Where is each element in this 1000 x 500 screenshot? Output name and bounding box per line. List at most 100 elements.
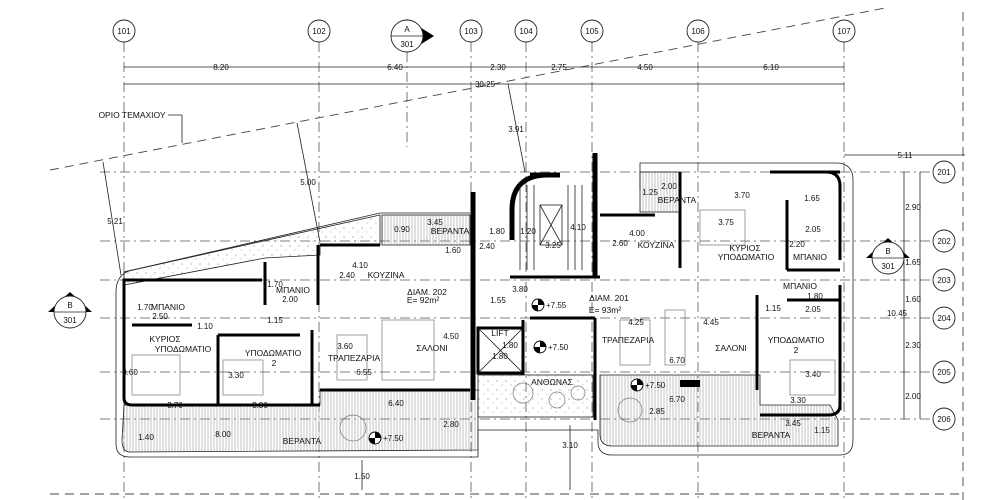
room-dimension: 2.50: [152, 312, 168, 321]
grid-bubble-column: [686, 19, 710, 43]
grid-bubble-row: [932, 407, 956, 431]
grid-bubble-row: [932, 360, 956, 384]
grid-bubble-row: [932, 268, 956, 292]
room-label: 2: [272, 358, 277, 368]
room-label: ΣΑΛΟΝΙ: [715, 343, 747, 353]
room-label: ΒΕΡΑΝΤΑ: [658, 195, 697, 205]
overall-dimension: 2.75: [551, 63, 567, 72]
apartment-name: ΔΙΑΜ. 201: [589, 293, 629, 303]
room-dimension: 2.00: [661, 182, 677, 191]
grid-column-label: 104: [519, 27, 533, 36]
veranda-areas: [121, 171, 839, 453]
grid-bubble-column: [514, 19, 538, 43]
overall-dimension-lines: [102, 66, 965, 490]
overall-dimension: 6.10: [763, 63, 779, 72]
plot-boundary: [49, 7, 965, 500]
room-dimension: 6.55: [356, 368, 372, 377]
room-dimension: 4.25: [628, 318, 644, 327]
grid-bubble-row: [932, 229, 956, 253]
room-dimension: 1.10: [197, 322, 213, 331]
setback-dimension: 1.50: [354, 472, 370, 481]
room-dimension: 3.40: [805, 370, 821, 379]
room-label: ΥΠΟΔΩΜΑΤΙΟ: [155, 344, 212, 354]
room-dimension: 3.60: [122, 368, 138, 377]
room-dimension: 3.80: [512, 285, 528, 294]
walls: [122, 153, 842, 420]
room-dimension: 4.00: [629, 229, 645, 238]
room-dimension: 4.10: [570, 223, 586, 232]
grid-row-label: 205: [937, 368, 951, 377]
grid-bubble-column: [580, 19, 604, 43]
setback-dimension: 3.91: [508, 125, 524, 134]
room-dimension: 3.45: [785, 419, 801, 428]
room-label: ΚΥΡΙΟΣ: [149, 334, 180, 344]
grid-column-label: 105: [585, 27, 599, 36]
slab-outline: [115, 162, 854, 458]
room-dimension: 1.15: [765, 304, 781, 313]
grid-dimension: 2.90: [905, 203, 921, 212]
room-label: ΜΠΑΝΙΟ: [793, 252, 827, 262]
room-label: ΚΥΡΙΟΣ: [729, 243, 760, 253]
room-dimension: 3.70: [167, 401, 183, 410]
room-label: ΒΕΡΑΝΤΑ: [431, 226, 470, 236]
room-dimension: 3.70: [734, 191, 750, 200]
room-dimension: 1.15: [267, 316, 283, 325]
room-dimension: 3.30: [252, 401, 268, 410]
grid-row-label: 201: [937, 168, 951, 177]
room-label: ΑΝΘΩΝΑΣ: [531, 377, 573, 387]
level-value: +7.50: [645, 381, 666, 390]
room-label: ΒΕΡΑΝΤΑ: [283, 436, 322, 446]
room-dimension: 1.70: [267, 280, 283, 289]
room-label: ΣΑΛΟΝΙ: [416, 343, 448, 353]
section-sheet: 301: [881, 262, 895, 271]
room-dimension: 2.05: [805, 305, 821, 314]
room-label: ΥΠΟΔΩΜΑΤΙΟ: [718, 252, 775, 262]
room-label: ΤΡΑΠΕΖΑΡΙΑ: [328, 353, 381, 363]
room-dimension: 1.25: [642, 188, 658, 197]
apartment-name: ΔΙΑΜ. 202: [407, 287, 447, 297]
room-dimension: 1.40: [138, 433, 154, 442]
grid-row-label: 204: [937, 314, 951, 323]
room-dimension: 1.70: [137, 303, 153, 312]
apartment-area: E= 93m²: [589, 305, 622, 315]
room-dimension: 3.30: [228, 371, 244, 380]
apartment-area: E= 92m²: [407, 295, 440, 305]
room-dimension: 1.65: [804, 194, 820, 203]
room-label: ΥΠΟΔΩΜΑΤΙΟ: [245, 348, 302, 358]
room-dimension: 2.05: [805, 225, 821, 234]
room-label: ΒΕΡΑΝΤΑ: [752, 430, 791, 440]
grid-bubble-row: [932, 160, 956, 184]
grid-column-label: 101: [117, 27, 131, 36]
room-dimension: 3.30: [790, 396, 806, 405]
room-dimension: 6.70: [669, 356, 685, 365]
room-dimension: 1.80: [489, 227, 505, 236]
setback-dimension: 5.21: [107, 217, 123, 226]
section-letter: B: [67, 301, 72, 310]
grid-column-label: 102: [312, 27, 326, 36]
plot-boundary-label: ΟΡΙΟ ΤΕΜΑΧΙΟΥ: [98, 110, 165, 120]
room-dimension: 1.80: [492, 352, 508, 361]
grid-dimension: 2.00: [905, 392, 921, 401]
room-label: ΜΠΑΝΙΟ: [151, 302, 185, 312]
setback-dimension: 3.10: [562, 441, 578, 450]
level-value: +7.50: [548, 343, 569, 352]
room-label: LIFT: [491, 328, 508, 338]
grid-dimension: 10.45: [887, 309, 908, 318]
grid-bubble-column: [832, 19, 856, 43]
grid-bubble-column: [459, 19, 483, 43]
setback-dimension: 5.11: [898, 151, 914, 160]
room-dimension: 8.00: [215, 430, 231, 439]
grid-dimension: 1.65: [905, 258, 921, 267]
overall-dimension-total: 30.25: [475, 80, 496, 89]
room-dimension: 2.20: [789, 240, 805, 249]
room-label: ΜΠΑΝΙΟ: [783, 281, 817, 291]
room-dimension: 1.80: [502, 341, 518, 350]
room-dimension: 4.50: [443, 332, 459, 341]
grid-bubble-row: [932, 306, 956, 330]
room-dimension: 3.25: [545, 241, 561, 250]
room-dimension: 1.55: [490, 296, 506, 305]
room-label: ΤΡΑΠΕΖΑΡΙΑ: [602, 335, 655, 345]
overall-dimension: 8.20: [213, 63, 229, 72]
